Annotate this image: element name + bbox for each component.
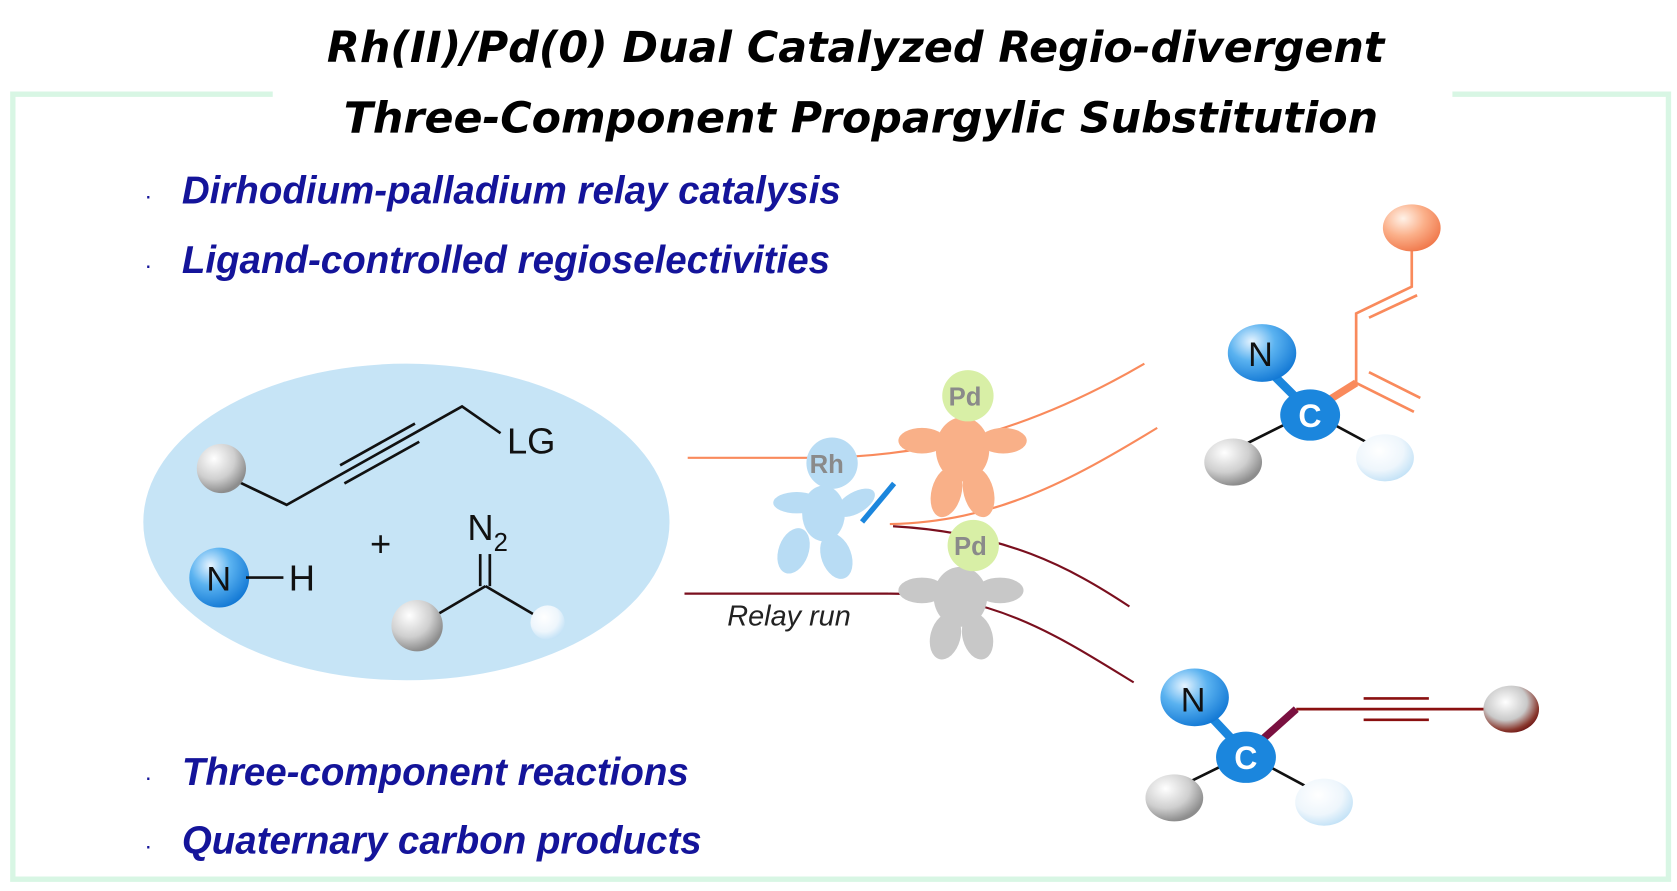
- pd-catalyst-figure-gray: [898, 566, 1024, 660]
- title-line-1: Rh(II)/Pd(0) Dual Catalyzed Regio-diverg…: [327, 23, 1386, 73]
- bullet-three-component: Three-component reactions: [182, 751, 689, 794]
- pd-catalyst-figure-orange: [898, 417, 1027, 518]
- pd-head-top: [942, 370, 994, 422]
- reactants-ellipse: [143, 363, 670, 681]
- rh-catalyst-figure: [773, 437, 875, 579]
- propargyl-substrate: [236, 404, 502, 507]
- diazo-n-label: N2: [467, 507, 508, 557]
- pathway-lines: [684, 362, 1158, 684]
- pd-label-bottom: Pd: [954, 533, 987, 561]
- alkyne-c-label: C: [1234, 740, 1257, 776]
- diazo-bonds: [435, 554, 536, 617]
- bullet-relay-catalysis: Dirhodium-palladium relay catalysis: [182, 169, 841, 212]
- bullet-marker: ·: [144, 182, 152, 208]
- white-substituent-ball: [530, 605, 565, 640]
- bullet-quaternary-carbon: Quaternary carbon products: [182, 820, 702, 863]
- pd-label-top: Pd: [949, 383, 982, 411]
- pd-head-bottom: [947, 519, 999, 572]
- bullet-marker: ·: [144, 252, 152, 278]
- bullet-marker: ·: [144, 833, 152, 859]
- gray-substituent-ball: [391, 600, 443, 652]
- gray-substituent-ball: [196, 443, 246, 494]
- diene-product: [1204, 204, 1441, 486]
- plus-sign: +: [370, 523, 391, 564]
- diene-c-label: C: [1298, 398, 1321, 434]
- frame-border: [10, 91, 1672, 882]
- leaving-group-label: LG: [507, 421, 556, 462]
- bullet-regioselectivities: Ligand-controlled regioselectivities: [182, 239, 830, 282]
- alkyne-n-label: N: [1181, 681, 1206, 719]
- amine-n-label: N: [206, 560, 231, 598]
- rh-label: Rh: [810, 451, 844, 479]
- title-line-2: Three-Component Propargylic Substitution: [344, 94, 1378, 144]
- rh-pd-bond: [859, 481, 897, 524]
- bullet-marker: ·: [144, 764, 152, 790]
- relay-run-label: Relay run: [727, 601, 851, 633]
- amine-n-ball: [189, 547, 250, 608]
- alkyne-product: [1145, 668, 1540, 826]
- amine-h-label: H: [289, 557, 315, 598]
- diene-n-label: N: [1248, 336, 1273, 374]
